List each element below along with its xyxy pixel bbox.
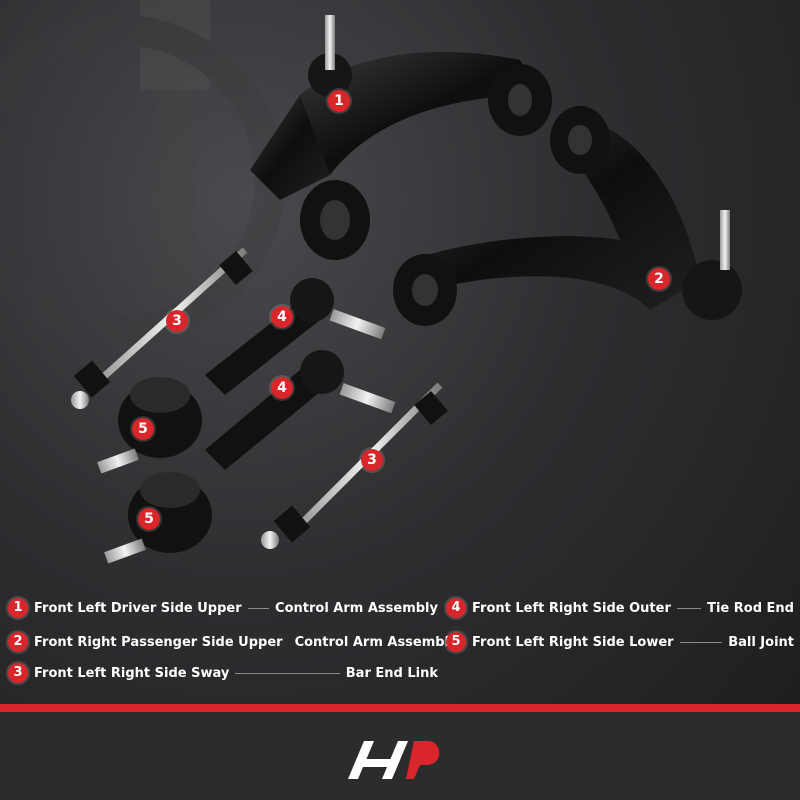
legend-divider-1: [247, 607, 270, 609]
legend-item-1: 1 Front Left Driver Side Upper Control A…: [8, 596, 438, 620]
legend-item-5: 5 Front Left Right Side Lower Ball Joint: [446, 630, 794, 654]
legend-number-5: 5: [446, 632, 466, 652]
legend-number-3: 3: [8, 663, 28, 683]
control-arm-2-icon: [393, 106, 742, 326]
legend-label-right-1: Control Arm Assembly: [275, 600, 438, 616]
background-strut-icon: [0, 0, 285, 345]
legend-item-3: 3 Front Left Right Side Sway Bar End Lin…: [8, 661, 438, 685]
legend-label-left-2: Front Right Passenger Side Upper: [34, 634, 283, 650]
legend-label-left-1: Front Left Driver Side Upper: [34, 600, 242, 616]
legend-label-right-5: Ball Joint: [728, 634, 794, 650]
legend-label-right-2: Control Arm Assembly: [294, 634, 458, 650]
callout-badge-2: 2: [648, 268, 670, 290]
callout-badge-3b: 3: [361, 449, 383, 471]
legend-divider-4: [676, 607, 702, 609]
legend-label-left-4: Front Left Right Side Outer: [472, 600, 671, 616]
callout-badge-3a: 3: [166, 310, 188, 332]
legend-item-2: 2 Front Right Passenger Side Upper Contr…: [8, 630, 458, 654]
callout-badge-1: 1: [328, 90, 350, 112]
brand-logo-icon: [348, 741, 440, 779]
suspension-parts-illustration: [0, 0, 742, 564]
callout-badge-5a: 5: [132, 418, 154, 440]
callout-badge-4b: 4: [271, 377, 293, 399]
legend-item-4: 4 Front Left Right Side Outer Tie Rod En…: [446, 596, 794, 620]
legend-number-4: 4: [446, 598, 466, 618]
legend-label-right-4: Tie Rod End: [707, 600, 794, 616]
legend-label-left-5: Front Left Right Side Lower: [472, 634, 674, 650]
callout-badge-4a: 4: [271, 306, 293, 328]
legend-number-2: 2: [8, 632, 28, 652]
accent-bar: [0, 704, 800, 712]
legend-divider-3: [235, 672, 340, 674]
ball-joint-2-icon: [104, 472, 212, 564]
legend-number-1: 1: [8, 598, 28, 618]
callout-badge-5b: 5: [138, 508, 160, 530]
legend-label-left-3: Front Left Right Side Sway: [34, 665, 230, 681]
legend-label-right-3: Bar End Link: [345, 665, 438, 681]
tie-rod-end-2-icon: [205, 350, 396, 470]
tie-rod-end-1-icon: [205, 278, 386, 395]
legend-divider-5: [679, 641, 723, 643]
control-arm-1-icon: [250, 15, 552, 260]
